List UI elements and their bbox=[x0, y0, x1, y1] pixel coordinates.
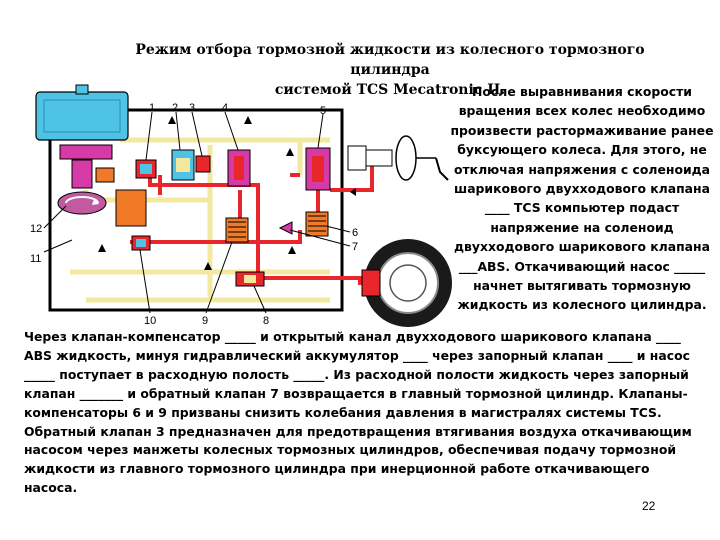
label-5: 5 bbox=[320, 105, 326, 117]
check-valve-3 bbox=[195, 155, 211, 173]
page-number: 22 bbox=[642, 499, 656, 513]
label-6: 6 bbox=[352, 227, 358, 239]
body-description: Через клапан-компенсатор _____ и открыты… bbox=[24, 329, 692, 496]
label-2: 2 bbox=[172, 102, 178, 114]
compensator-valve-9 bbox=[225, 217, 249, 243]
title-line-2: системой TCS Mecatronic II. bbox=[274, 82, 506, 98]
label-12: 12 bbox=[30, 223, 42, 235]
leader-lines bbox=[43, 111, 351, 314]
label-10: 10 bbox=[144, 315, 156, 327]
valve-8 bbox=[235, 271, 265, 287]
valve-4 bbox=[227, 149, 251, 187]
page-title: Режим отбора тормозной жидкости из колес… bbox=[110, 40, 670, 100]
valve-1 bbox=[135, 159, 157, 179]
label-11: 11 bbox=[30, 253, 41, 265]
label-4: 4 bbox=[222, 102, 228, 114]
brake-fluid-reservoir bbox=[35, 84, 129, 141]
label-9: 9 bbox=[202, 315, 208, 327]
compensator-valve-6 bbox=[305, 211, 329, 237]
valve-10 bbox=[131, 235, 151, 251]
pump-motor bbox=[57, 191, 107, 215]
valve-5 bbox=[305, 147, 331, 191]
label-7: 7 bbox=[352, 241, 358, 253]
side-description: После выравнивания скорости вращения все… bbox=[450, 84, 714, 313]
valve-2 bbox=[171, 149, 195, 181]
flow-arrows bbox=[98, 116, 356, 270]
brake-wheel bbox=[361, 239, 452, 327]
hydraulic-accumulator bbox=[115, 189, 147, 227]
title-line-1: Режим отбора тормозной жидкости из колес… bbox=[135, 42, 645, 78]
brake-pedal-booster bbox=[347, 135, 449, 181]
master-cylinder bbox=[59, 144, 115, 189]
label-3: 3 bbox=[189, 102, 195, 114]
pressure-lines bbox=[130, 165, 374, 285]
check-valve-7 bbox=[278, 221, 293, 235]
label-1: 1 bbox=[149, 102, 155, 114]
label-8: 8 bbox=[263, 315, 269, 327]
